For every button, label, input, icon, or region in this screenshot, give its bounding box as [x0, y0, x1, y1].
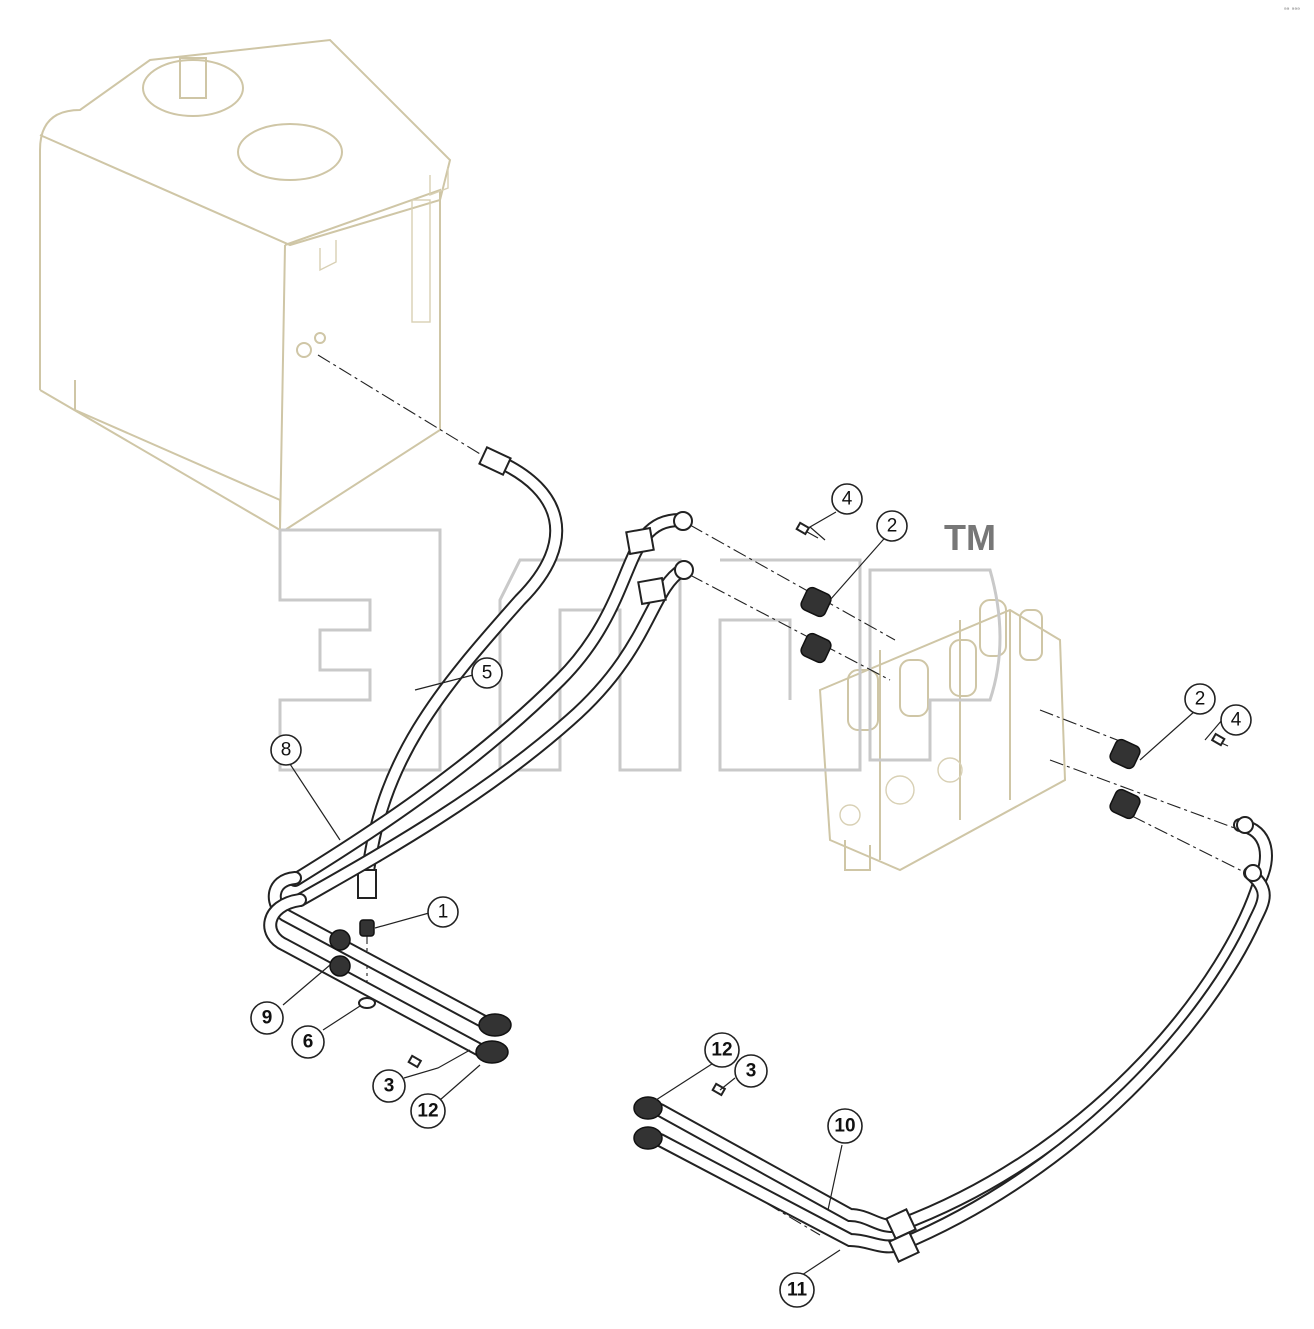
svg-text:12: 12	[711, 1040, 732, 1061]
svg-text:12: 12	[417, 1101, 438, 1122]
svg-text:2: 2	[887, 516, 898, 537]
svg-text:1: 1	[438, 902, 449, 923]
callout-3-right: 3	[734, 1054, 768, 1088]
svg-text:4: 4	[842, 489, 853, 510]
svg-text:3: 3	[746, 1061, 757, 1082]
callout-6: 6	[291, 1025, 325, 1059]
callout-5: 5	[471, 657, 503, 689]
svg-text:5: 5	[482, 663, 493, 684]
callout-9: 9	[250, 1001, 284, 1035]
fitting-and-seal	[358, 919, 376, 1009]
pipe-9	[263, 871, 512, 1064]
callout-8: 8	[270, 734, 302, 766]
callout-2-top: 2	[876, 510, 908, 542]
callout-11: 11	[779, 1272, 815, 1308]
svg-text:6: 6	[303, 1032, 314, 1053]
corner-mark: ᵃᵃ ᵃᵃᵃ	[1284, 6, 1300, 14]
callout-2-right: 2	[1184, 683, 1216, 715]
callout-3-left: 3	[372, 1069, 406, 1103]
svg-text:11: 11	[787, 1280, 808, 1301]
pipe-10-11	[633, 816, 1273, 1263]
callout-4-right: 4	[1220, 704, 1252, 736]
flanges-and-bolts	[407, 521, 1229, 1097]
control-valve-block	[818, 599, 1067, 872]
svg-text:9: 9	[262, 1008, 273, 1029]
callout-1: 1	[427, 896, 459, 928]
hydraulic-tank	[39, 38, 452, 532]
callout-12-left: 12	[410, 1093, 446, 1129]
watermark-logo: TM	[278, 517, 1002, 772]
trademark-text: TM	[944, 517, 996, 558]
callout-10: 10	[827, 1108, 863, 1144]
callout-12-right: 12	[704, 1032, 740, 1068]
callout-4-top: 4	[831, 483, 863, 515]
svg-text:3: 3	[384, 1076, 395, 1097]
hose-8	[288, 511, 694, 907]
svg-text:8: 8	[281, 740, 292, 761]
svg-text:10: 10	[834, 1116, 855, 1137]
leader-lines	[282, 511, 1223, 1276]
hose-5	[357, 446, 564, 899]
svg-text:2: 2	[1195, 689, 1206, 710]
svg-text:4: 4	[1231, 710, 1242, 731]
